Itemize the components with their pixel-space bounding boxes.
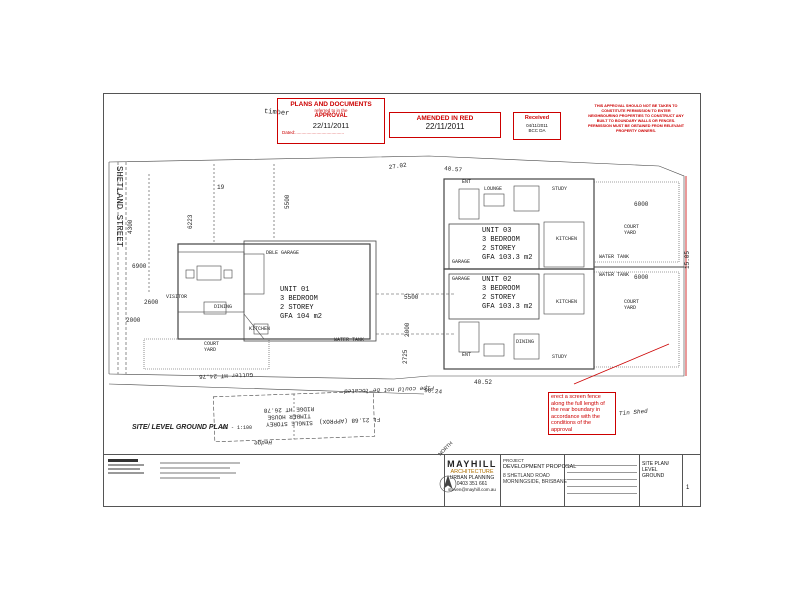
dim-6000a: 6000	[634, 201, 649, 208]
firm-logo: MAYHILL ARCHITECTURE URBAN PLANNING 0403…	[447, 459, 497, 492]
room-ent-b: ENT	[462, 352, 472, 358]
dim-90-24: 90.24	[424, 387, 443, 396]
room-water-tank-c: WATER TANK	[599, 272, 630, 278]
drawing-sheet: 4300 6223 6900 2600 5500 5500 2000 2725 …	[103, 93, 701, 507]
dim-15-05: 15.05	[684, 251, 691, 269]
room-water-tank-b: WATER TANK	[599, 254, 630, 260]
dim-40-52: 40.52	[474, 379, 492, 386]
title-block: MAYHILL ARCHITECTURE URBAN PLANNING 0403…	[104, 454, 700, 507]
room-dining: DINING	[214, 304, 233, 310]
dim-27-02: 27.02	[388, 161, 407, 170]
room-court-b: COURT YARD	[624, 224, 640, 236]
room-visitor: VISITOR	[166, 294, 188, 300]
street-name: SHETLAND STREET	[114, 166, 124, 248]
dim-5500b: 5500	[284, 194, 291, 209]
dim-4300: 4300	[127, 219, 134, 234]
room-court-yard: COURT YARD	[204, 341, 220, 353]
room-kitchen-b: KITCHEN	[556, 236, 578, 242]
room-study-a: STUDY	[552, 186, 568, 192]
room-study-b: STUDY	[552, 354, 568, 360]
site-boundary	[108, 155, 685, 380]
room-kitchen: KITCHEN	[249, 326, 271, 332]
dim-2000b: 2000	[126, 317, 141, 324]
dim-2000: 2000	[404, 322, 411, 337]
amended-stamp: AMENDED IN RED 22/11/2011	[389, 112, 501, 138]
site-plan-drawing: 4300 6223 6900 2600 5500 5500 2000 2725 …	[108, 155, 691, 493]
plan-scale: A3 - 1:100	[222, 425, 253, 431]
approval-stamp: PLANS AND DOCUMENTS referred to in the A…	[277, 98, 385, 144]
room-garage-a: GARAGE	[452, 259, 471, 265]
dim-6223: 6223	[187, 214, 194, 229]
sheet-number: 1	[686, 485, 690, 491]
plan-title: SITE/ LEVEL GROUND PLAN	[132, 424, 228, 431]
room-ent-a: ENT	[462, 179, 472, 185]
dim-19: 19	[217, 184, 225, 191]
received-stamp: Received 04/11/2011 BCC DA	[513, 112, 561, 140]
room-dble-garage: DBLE GARAGE	[266, 250, 300, 256]
room-water-tank: WATER TANK	[334, 337, 365, 343]
sheet-title: SITE PLAN/ LEVEL GROUND	[642, 461, 669, 479]
dim-6000b: 6000	[634, 274, 649, 281]
revision-table	[567, 459, 637, 494]
title-block-notes-2	[160, 459, 250, 501]
room-dining-b: DINING	[516, 339, 535, 345]
neighbour-hedge: Hedge	[253, 438, 273, 447]
dim-2600: 2600	[144, 299, 159, 306]
dim-2725: 2725	[402, 349, 409, 364]
dim-40-57: 40.57	[444, 165, 463, 174]
fence-note: erect a screen fence along the full leng…	[548, 392, 616, 435]
unit-03-label: UNIT 03 3 BEDROOM 2 STOREY GFA 103.3 m2	[482, 227, 533, 262]
room-kitchen-c: KITCHEN	[556, 299, 578, 305]
notice-stamp: THIS APPROVAL SHOULD NOT BE TAKEN TO CON…	[587, 104, 685, 133]
neighbour-house	[212, 390, 376, 443]
project-address-2: MORNINGSIDE, BRISBANE	[503, 479, 567, 485]
unit-01-label: UNIT 01 3 BEDROOM 2 STOREY GFA 104 m2	[280, 286, 323, 321]
project-address-1: 8 SHETLAND ROAD	[503, 473, 550, 479]
dim-6900: 6900	[132, 263, 147, 270]
room-court-c: COURT YARD	[624, 299, 640, 311]
room-lounge-a: LOUNGE	[484, 186, 503, 192]
project-name: DEVELOPMENT PROPOSAL	[503, 464, 577, 470]
unit-01-outline	[177, 243, 371, 340]
room-garage-b: GARAGE	[452, 276, 471, 282]
title-block-notes	[108, 459, 148, 499]
project-label: PROJECT	[503, 458, 525, 463]
unit-02-label: UNIT 02 3 BEDROOM 2 STOREY GFA 103.3 m2	[482, 276, 533, 311]
dim-5500: 5500	[404, 294, 419, 301]
neighbour-label: SINGLE STOREY TIMBER HOUSE RIDGE HT 26.7…	[263, 405, 315, 428]
